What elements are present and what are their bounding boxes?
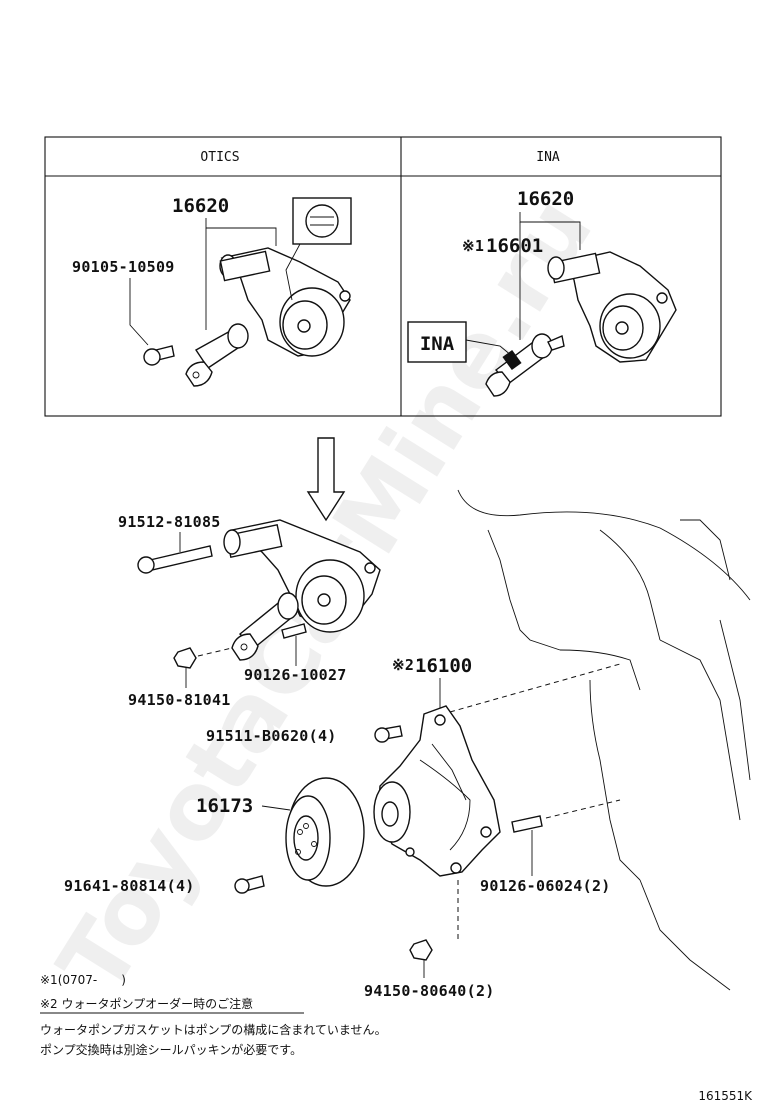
note-mark-2: ※2 xyxy=(392,656,414,674)
ina-badge-label: INA xyxy=(420,333,455,355)
label-16620-otics: 16620 xyxy=(172,195,229,217)
tensioner-assembly: 91512-81085 90126-10027 94150-81041 xyxy=(118,513,381,709)
engine-block-outline xyxy=(457,489,751,991)
note-mark-1: ※1 xyxy=(462,237,484,255)
label-90105-10509: 90105-10509 xyxy=(72,258,175,276)
table-header-ina: INA xyxy=(536,150,560,165)
variant-table: OTICS INA xyxy=(44,136,722,417)
label-90126-10027: 90126-10027 xyxy=(244,666,347,684)
footnotes: ※1(0707- ) ※2 ウォータポンプオーダー時のご注意 ウォータポンプガス… xyxy=(40,973,387,1057)
note-2: ※2 ウォータポンプオーダー時のご注意 xyxy=(40,996,253,1011)
pump-pulley: 16173 91641-80814(4) xyxy=(64,777,365,895)
table-header-otics: OTICS xyxy=(200,150,239,165)
otics-tensioner-drawing: 16620 90105-10509 xyxy=(72,195,352,387)
ina-tensioner-drawing: 16620 ※1 16601 INA xyxy=(407,188,677,397)
label-16100: 16100 xyxy=(415,655,472,677)
label-16601: 16601 xyxy=(486,235,543,257)
label-16173: 16173 xyxy=(196,795,253,817)
note-1: ※1(0707- ) xyxy=(40,973,126,987)
label-94150-81041: 94150-81041 xyxy=(128,691,231,709)
note-line-1: ウォータポンプガスケットはポンプの構成に含まれていません。 xyxy=(40,1022,387,1037)
water-pump-assembly: ※2 16100 91511-B0620(4) 90126-06024(2) 9… xyxy=(206,655,621,1000)
down-arrow-icon xyxy=(306,437,346,522)
label-90126-06024: 90126-06024(2) xyxy=(480,877,611,895)
label-91511-B0620: 91511-B0620(4) xyxy=(206,727,337,745)
label-94150-80640: 94150-80640(2) xyxy=(364,982,495,1000)
label-16620-ina: 16620 xyxy=(517,188,574,210)
note-line-2: ポンプ交換時は別途シールパッキンが必要です。 xyxy=(40,1042,302,1057)
label-91641-80814: 91641-80814(4) xyxy=(64,877,195,895)
diagram-code: 161551K xyxy=(698,1089,753,1103)
label-91512-81085: 91512-81085 xyxy=(118,513,221,531)
